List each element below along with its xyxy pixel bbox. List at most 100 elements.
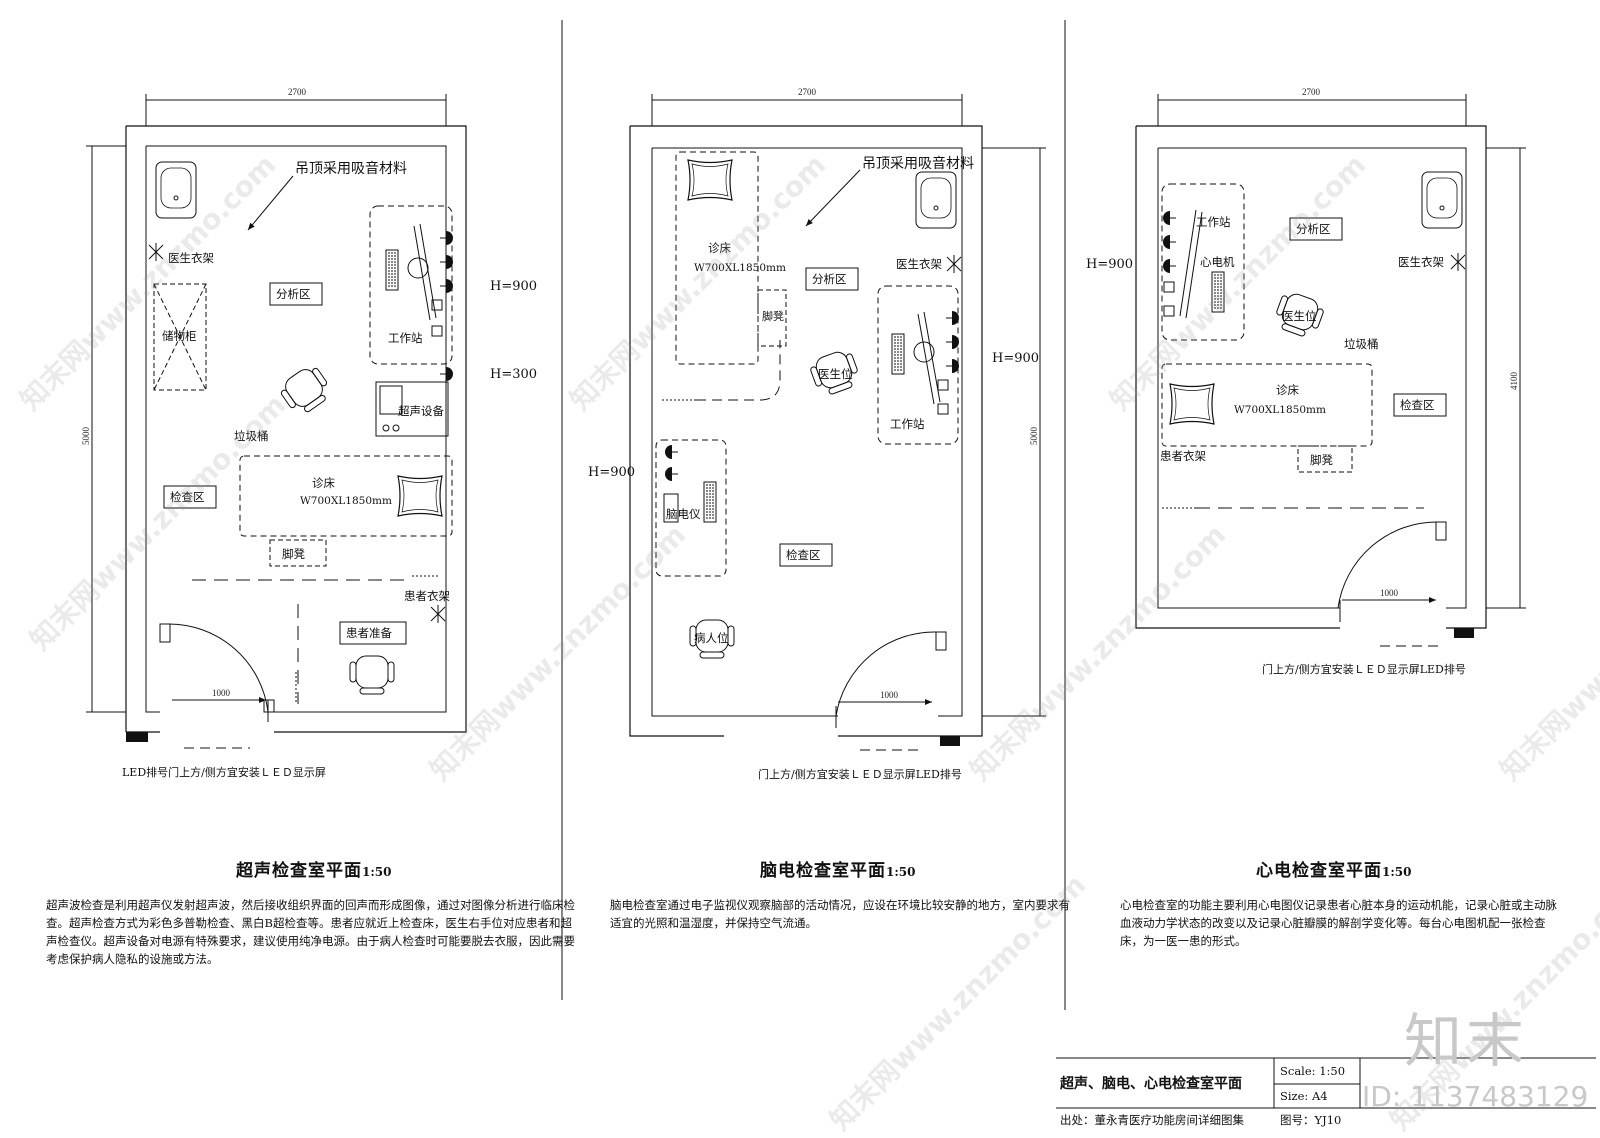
lamp-icon (1162, 210, 1177, 226)
patient-seat-label: 病人位 (694, 631, 729, 645)
room-scale: 1:50 (1382, 865, 1412, 879)
trash-label: 垃圾桶 (1344, 337, 1379, 351)
room-title-text: 心电检查室平面 (1256, 861, 1382, 881)
storage-label: 储物柜 (162, 329, 197, 343)
coat-rack-icon (148, 242, 164, 262)
lamp-icon (945, 334, 960, 350)
room-width-label: 2700 (288, 87, 307, 97)
eeg-device-label: 脑电仪 (666, 507, 701, 521)
lamp-icon (945, 310, 960, 326)
room-height-label: 5000 (81, 427, 91, 446)
image-id: ID: 1137483129 (1362, 1080, 1589, 1113)
led-note: 门上方/侧方宜安装ＬＥＤ显示屏LED排号 (1262, 662, 1466, 676)
bed-size-label: W700XL1850mm (1234, 404, 1326, 416)
height-900-label-2: H=900 (588, 465, 635, 480)
height-900-label: H=900 (1086, 257, 1133, 272)
eeg-room-plan: 1000 2700 5000 诊床 W700XL1850mm 脚凳 吊顶采用吸音… (588, 87, 1046, 781)
sink-icon (155, 161, 197, 219)
pillow-icon (1169, 383, 1215, 425)
sink-icon (915, 171, 957, 229)
keyboard-icon (703, 481, 717, 523)
workstation-label: 工作站 (890, 417, 925, 431)
lamp-icon (1162, 234, 1177, 250)
bed-size-label: W700XL1850mm (300, 495, 392, 507)
doctor-rack-label: 医生衣架 (1398, 255, 1444, 269)
led-note: 门上方/侧方宜安装ＬＥＤ显示屏LED排号 (758, 767, 962, 781)
eeg-room-title: 脑电检查室平面1:50 (760, 856, 915, 881)
doctor-seat-label: 医生位 (818, 367, 853, 381)
door-width-label: 1000 (880, 690, 899, 700)
analysis-area-label: 分析区 (276, 287, 311, 301)
analysis-area-label: 分析区 (1296, 222, 1331, 236)
bed-label: 诊床 (312, 476, 335, 490)
workstation-label: 工作站 (1196, 215, 1231, 229)
patient-rack-label: 患者衣架 (1160, 449, 1206, 463)
doctor-seat-label: 医生位 (1282, 309, 1317, 323)
footstool-label: 脚凳 (282, 547, 305, 561)
eeg-description: 脑电检查室通过电子监视仪观察脑部的活动情况，应设在环境比较安静的地方，室内要求有… (610, 898, 1070, 930)
bed-size-label: W700XL1850mm (694, 262, 786, 274)
ultrasound-description: 超声波检查是利用超声仪发射超声波，然后接收组织界面的回声而形成图像，通过对图像分… (46, 898, 575, 966)
room-scale: 1:50 (362, 865, 392, 879)
lamp-icon (664, 466, 679, 482)
bed-label: 诊床 (1276, 383, 1299, 397)
sink-icon (1421, 171, 1463, 229)
ultrasound-room-plan: 1000 2700 5000 吊顶采用吸音材料 医生衣架 储物柜 分析区 (81, 87, 537, 779)
exam-area-label: 检查区 (1400, 398, 1435, 412)
pillow-icon (397, 475, 443, 517)
footstool-label: 脚凳 (762, 309, 784, 323)
ecg-device-label: 心电机 (1200, 255, 1235, 269)
lamp-icon (664, 444, 679, 460)
ultrasound-room-title: 超声检查室平面1:50 (236, 856, 391, 881)
coat-rack-icon (1450, 252, 1466, 272)
scale-label: Scale: 1:50 (1280, 1064, 1346, 1078)
ultrasound-device-label: 超声设备 (398, 404, 444, 418)
doctor-rack-label: 医生衣架 (168, 251, 214, 265)
size-label: Size: A4 (1280, 1089, 1328, 1103)
footstool-label: 脚凳 (1310, 453, 1333, 467)
height-900-label: H=900 (992, 351, 1039, 366)
coat-rack-icon (946, 254, 962, 274)
led-note: LED排号门上方/侧方宜安装ＬＥＤ显示屏 (122, 765, 326, 779)
door-width-label: 1000 (1380, 588, 1399, 598)
exam-area-label: 检查区 (170, 490, 205, 504)
lamp-icon (439, 254, 454, 270)
room-height-label: 4100 (1509, 372, 1519, 391)
exam-area-label: 检查区 (786, 548, 821, 562)
keyboard-icon (385, 249, 399, 291)
room-width-label: 2700 (798, 87, 817, 97)
patient-rack-label: 患者衣架 (404, 589, 450, 603)
analysis-area-label: 分析区 (812, 272, 847, 286)
lamp-icon (1162, 258, 1177, 274)
bed-label: 诊床 (708, 241, 731, 255)
drawing-number: 图号：YJ10 (1280, 1113, 1342, 1127)
room-height-label: 5000 (1029, 427, 1039, 446)
trash-label: 垃圾桶 (234, 429, 269, 443)
source-label: 出处：董永青医疗功能房间详细图集 (1060, 1113, 1244, 1127)
patient-prep-label: 患者准备 (346, 626, 392, 640)
patient-chair-icon (349, 655, 395, 695)
pillow-icon (687, 159, 733, 201)
brand-logo: 知末 (1404, 1007, 1529, 1075)
ecg-room-title: 心电检查室平面1:50 (1256, 856, 1411, 881)
lamp-icon (439, 230, 454, 246)
height-900-label: H=900 (490, 279, 537, 294)
sheet-title: 超声、脑电、心电检查室平面 (1060, 1076, 1242, 1092)
ceiling-note: 吊顶采用吸音材料 (295, 160, 407, 177)
room-title-text: 超声检查室平面 (236, 861, 362, 881)
ecg-description: 心电检查室的功能主要利用心电图仪记录患者心脏本身的运动机能，记录心脏或主动脉血液… (1120, 898, 1557, 948)
height-300-label: H=300 (490, 367, 537, 382)
workstation-label: 工作站 (388, 331, 423, 345)
door-width-label: 1000 (212, 688, 231, 698)
doctor-chair-icon (276, 361, 336, 420)
title-block-frame (1056, 1057, 1596, 1109)
room-width-label: 2700 (1302, 87, 1321, 97)
coat-rack-icon (430, 604, 446, 624)
lamp-icon (439, 366, 454, 382)
doctor-rack-label: 医生衣架 (896, 257, 942, 271)
room-scale: 1:50 (886, 865, 916, 879)
keyboard-icon (891, 333, 905, 375)
keyboard-icon (1211, 271, 1225, 313)
lamp-icon (439, 278, 454, 294)
